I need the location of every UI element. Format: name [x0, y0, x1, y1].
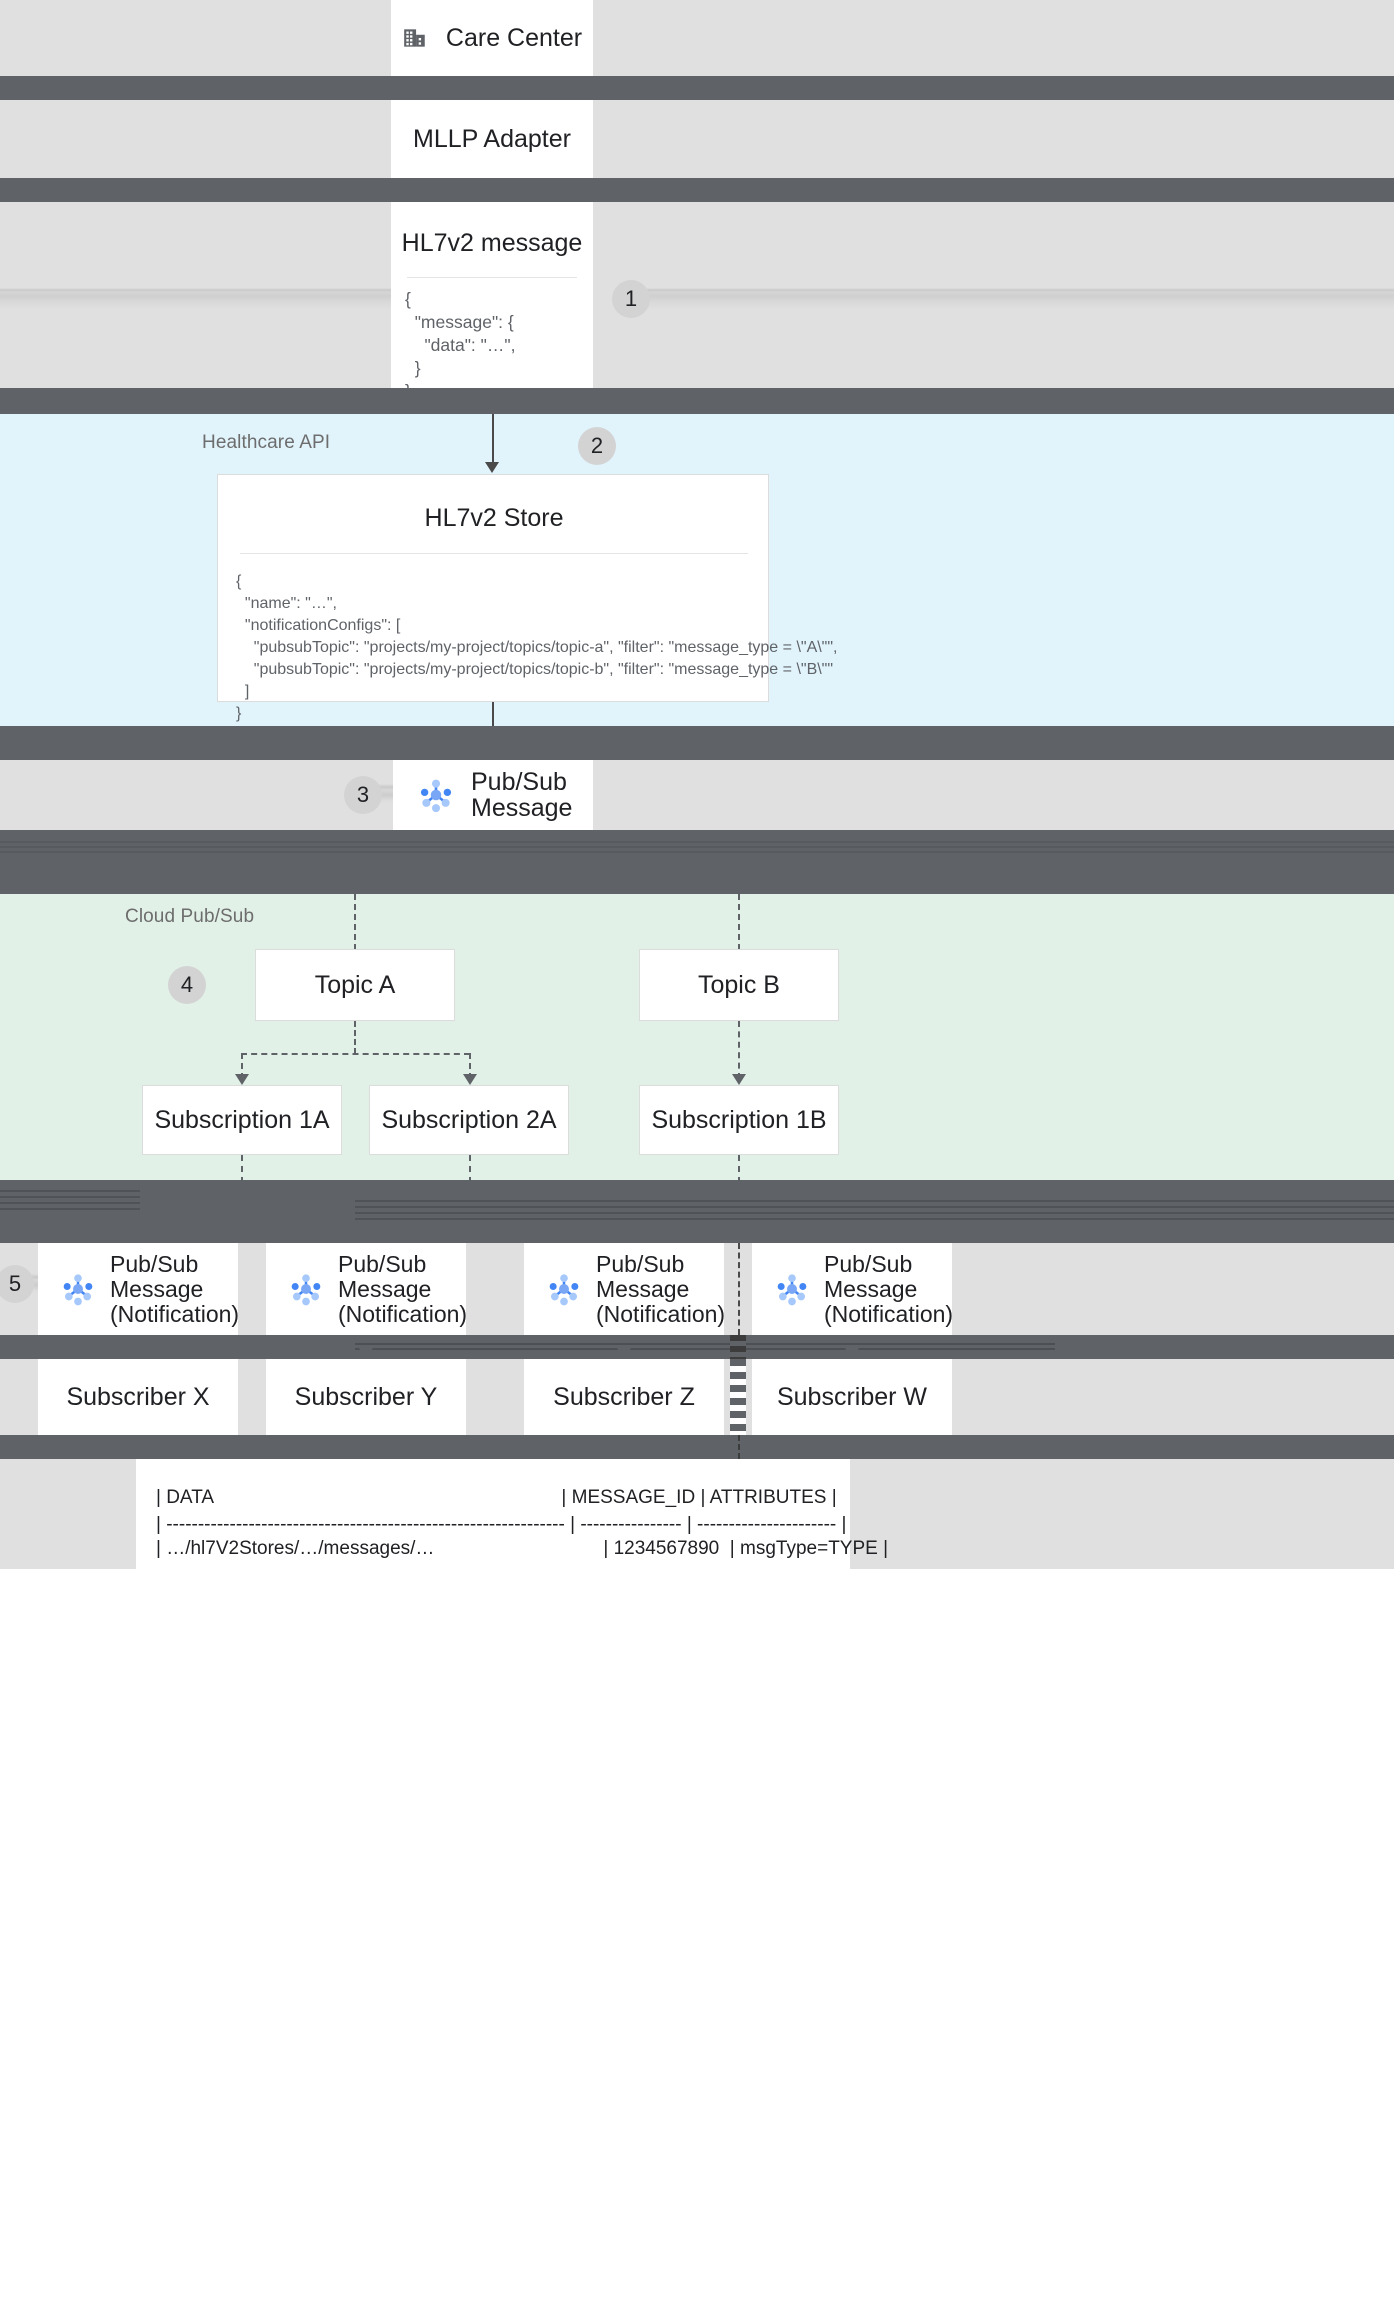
pubsub-icon: [286, 1269, 326, 1309]
streak-right: [617, 288, 1394, 310]
band-6-streaks-left: [0, 1186, 140, 1214]
subscription-2a-label: Subscription 2A: [381, 1105, 557, 1134]
pubsub-icon: [544, 1269, 584, 1309]
output-table-card: | DATA | MESSAGE_ID | ATTRIBUTES | | ---…: [136, 1459, 888, 1569]
pubsub-icon: [772, 1269, 812, 1309]
connector-to-topic-b: [738, 894, 740, 950]
mllp-adapter-label: MLLP Adapter: [413, 124, 571, 153]
connector-sub1b-arrowhead: [732, 1074, 746, 1085]
subscriber-w-label: Subscriber W: [776, 1382, 928, 1411]
connector-store-to-pubsub: [492, 702, 494, 732]
output-table-line-1: | DATA | MESSAGE_ID | ATTRIBUTES |: [156, 1487, 837, 1508]
subscriber-row-dashes: [730, 1359, 746, 1435]
notification-label-4: Pub/Sub Message (Notification): [824, 1250, 954, 1327]
connector-message-to-store: [492, 414, 494, 464]
subscriber-y-arrowhead: [359, 1348, 373, 1359]
topic-a-card: Topic A: [255, 949, 455, 1021]
subscriber-y-card: Subscriber Y: [266, 1359, 466, 1435]
hl7v2-store-card: HL7v2 Store { "name": "…", "notification…: [217, 474, 837, 722]
band-5-streaks: [0, 838, 1394, 856]
hl7v2-store-code: { "name": "…", "notificationConfigs": [ …: [236, 573, 838, 722]
subscription-1b-card: Subscription 1B: [639, 1085, 839, 1155]
notification-label-2: Pub/Sub Message (Notification): [338, 1250, 468, 1327]
pubsub-icon: [415, 774, 457, 816]
band-4: [0, 726, 1394, 760]
band-1: [0, 76, 1394, 100]
hl7v2-message-card: HL7v2 message { "message": { "data": "…"…: [391, 202, 593, 401]
band-7-streaks: [355, 1340, 1055, 1352]
subscriber-z-arrowhead: [617, 1348, 631, 1359]
subscription-1a-card: Subscription 1A: [142, 1085, 342, 1155]
connector-sub1b-tail: [738, 1155, 740, 1183]
step-badge-1: 1: [612, 280, 650, 318]
subscriber-x-card: Subscriber X: [38, 1359, 238, 1435]
hl7v2-message-label: HL7v2 message: [401, 229, 583, 257]
connector-topic-b-to-sub1b: [738, 1021, 740, 1079]
mllp-adapter-card: MLLP Adapter: [391, 100, 593, 178]
subscriber-x-arrowhead: [131, 1348, 145, 1359]
connector-sub1b-through: [738, 1243, 740, 1335]
band-2: [0, 178, 1394, 202]
step-badge-5: 5: [0, 1265, 34, 1303]
care-center-card: Care Center: [391, 0, 593, 76]
notification-card-2: Pub/Sub Message (Notification): [266, 1243, 468, 1335]
step-badge-2: 2: [578, 427, 616, 465]
notification-label-1: Pub/Sub Message (Notification): [110, 1250, 240, 1327]
connector-sub1a-arrowhead: [235, 1074, 249, 1085]
healthcare-api-zone-label: Healthcare API: [202, 432, 331, 453]
row-pubsub-message-background: [0, 760, 1394, 830]
step-badge-3: 3: [344, 776, 382, 814]
band-3: [0, 388, 1394, 414]
topic-b-card: Topic B: [639, 949, 839, 1021]
pubsub-icon: [58, 1269, 98, 1309]
row-mllp-background: [0, 100, 1394, 178]
output-table-line-2: | --------------------------------------…: [156, 1514, 847, 1535]
pubsub-message-label: Pub/Sub Message: [471, 768, 573, 822]
connector-topic-a-to-sub2a: [469, 1053, 471, 1079]
hl7v2-message-code: { "message": { "data": "…", } }: [405, 289, 516, 401]
hospital-building-icon: [402, 25, 428, 51]
connector-to-topic-a: [354, 894, 356, 950]
subscriber-y-label: Subscriber Y: [294, 1382, 438, 1411]
band-8: [0, 1435, 1394, 1459]
subscriber-z-label: Subscriber Z: [553, 1382, 695, 1411]
notification-card-4: Pub/Sub Message (Notification): [752, 1243, 954, 1335]
subscriber-w-arrowhead: [845, 1348, 859, 1359]
hl7v2-store-label: HL7v2 Store: [424, 504, 564, 532]
subscription-1a-label: Subscription 1A: [154, 1105, 330, 1134]
connector-sub2a-arrowhead: [463, 1074, 477, 1085]
hl7v2-store-divider: [240, 553, 748, 554]
connector-message-to-store-arrowhead: [485, 462, 499, 473]
subscriber-w-card: Subscriber W: [752, 1359, 952, 1435]
hl7v2-message-divider: [407, 277, 577, 278]
connector-topic-a-stem: [354, 1021, 356, 1054]
streak-left: [0, 288, 391, 310]
connector-to-output: [738, 1435, 740, 1459]
band-6-streaks-right: [355, 1196, 1394, 1222]
pubsub-message-card: Pub/Sub Message: [393, 760, 593, 830]
connector-sub1a-tail: [241, 1155, 243, 1183]
topic-b-label: Topic B: [698, 970, 780, 999]
connector-topic-a-to-sub1a: [241, 1053, 243, 1079]
cloud-pubsub-zone-label: Cloud Pub/Sub: [125, 906, 255, 927]
care-center-label: Care Center: [445, 23, 583, 52]
step-badge-4: 4: [168, 966, 206, 1004]
subscription-2a-card: Subscription 2A: [369, 1085, 569, 1155]
row-care-center-background: [0, 0, 1394, 76]
notification-label-3: Pub/Sub Message (Notification): [596, 1250, 726, 1327]
subscription-1b-label: Subscription 1B: [651, 1105, 827, 1134]
notification-card-3: Pub/Sub Message (Notification): [524, 1243, 726, 1335]
connector-sub2a-tail: [469, 1155, 471, 1183]
subscriber-z-card: Subscriber Z: [524, 1359, 724, 1435]
notification-card-1: Pub/Sub Message (Notification): [38, 1243, 240, 1335]
band-7-dashes: [730, 1335, 746, 1359]
topic-a-label: Topic A: [314, 970, 396, 999]
output-table-line-3: | …/hl7V2Stores/…/messages/… | 123456789…: [156, 1538, 889, 1559]
connector-topic-a-branch: [241, 1053, 470, 1055]
subscriber-x-label: Subscriber X: [66, 1382, 210, 1411]
